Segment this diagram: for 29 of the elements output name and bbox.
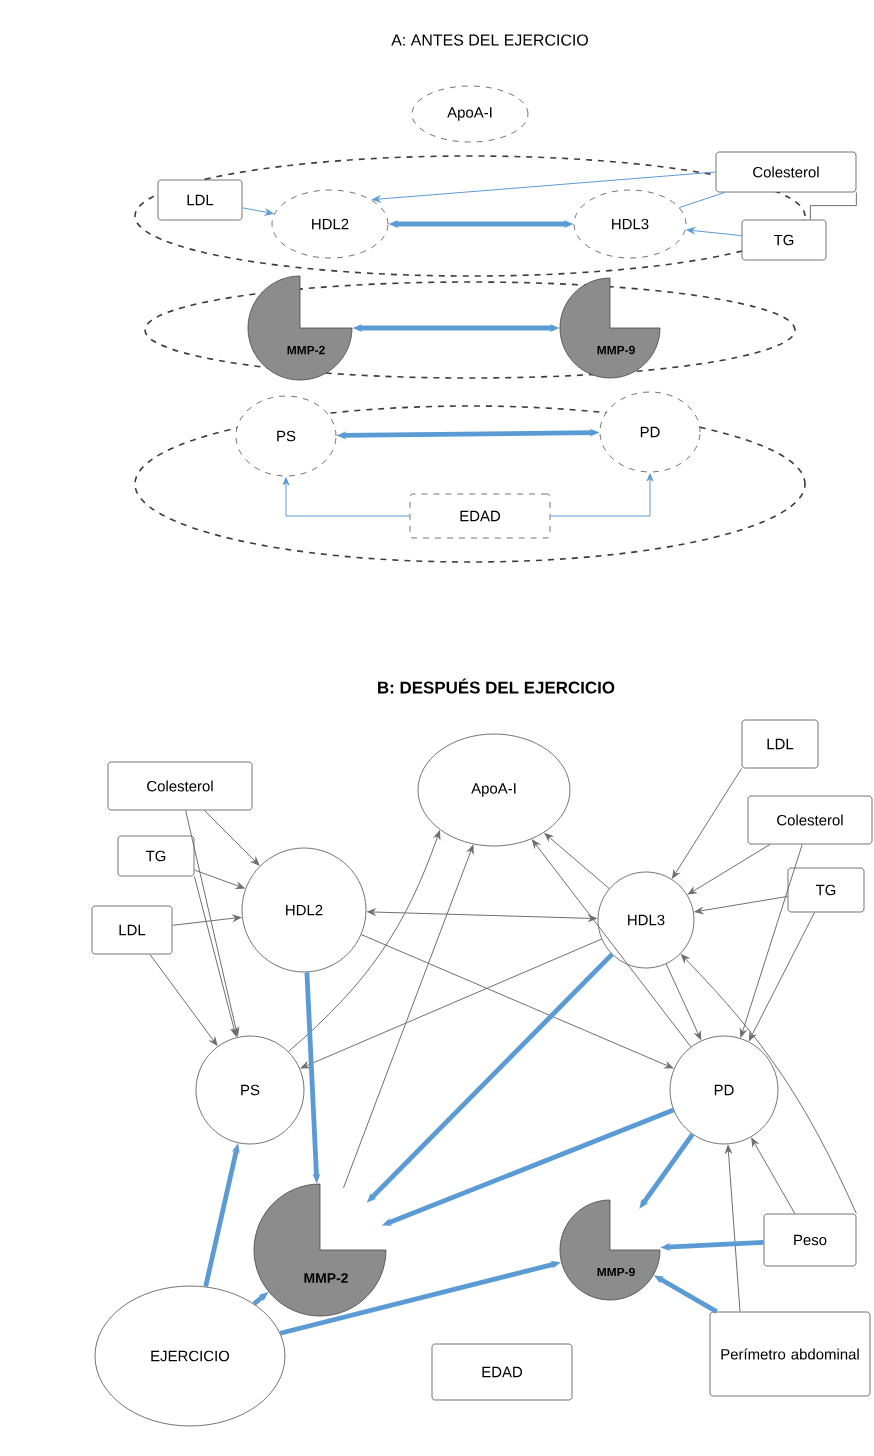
arrow [282, 477, 411, 517]
arrow [185, 809, 240, 1037]
arrow [544, 833, 610, 890]
arrow [360, 934, 674, 1069]
arrow [367, 908, 597, 922]
arrow [694, 895, 789, 914]
arrow [149, 953, 218, 1046]
group-ellipse [144, 281, 796, 379]
arrow [372, 171, 717, 203]
arrow [531, 839, 692, 1048]
arrow [665, 963, 702, 1040]
arrow [549, 473, 654, 517]
arrow [300, 938, 602, 1069]
arrow [739, 843, 803, 1038]
arrow [203, 809, 260, 866]
arrow [748, 911, 816, 1041]
arrow [241, 207, 274, 216]
arrow [686, 227, 743, 237]
panel-title: B: DESPUÉS DEL EJERCICIO [378, 678, 615, 694]
arrow [725, 1145, 741, 1313]
arrow [287, 830, 441, 1053]
arrow [193, 875, 238, 1037]
arrow [343, 845, 474, 1189]
arrow [687, 843, 771, 895]
arrow [672, 767, 743, 879]
arrow [193, 869, 245, 889]
arrow [171, 914, 242, 926]
arrow [751, 1137, 796, 1215]
arrow [681, 954, 857, 1215]
